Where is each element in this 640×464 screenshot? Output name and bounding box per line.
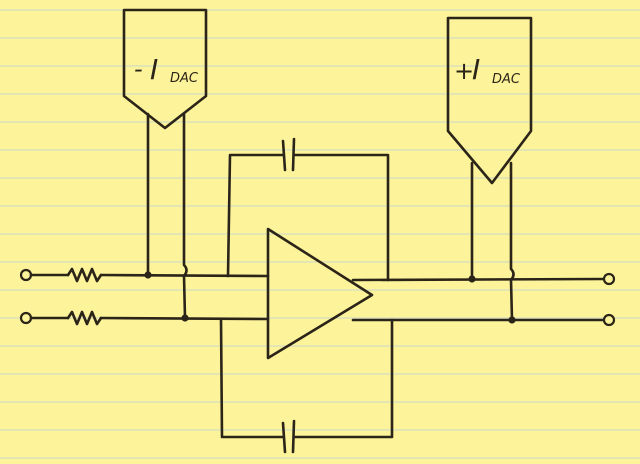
feedback-top-cap-plate-left	[281, 139, 287, 172]
feedback-bottom-cap-plate-left	[281, 421, 287, 454]
input-resistor-top	[66, 267, 103, 283]
feedback-bottom-wire-left	[219, 317, 285, 439]
junction-dot-plus-top	[468, 275, 476, 283]
feedback-top-wire-right	[292, 153, 390, 282]
plus-current-subscript: DAC	[492, 72, 521, 87]
plus-current-symbol: I	[472, 53, 480, 86]
input-terminal-bottom	[19, 311, 33, 325]
current-source-plus-lead-right	[509, 161, 515, 322]
input-terminal-top	[19, 268, 33, 282]
junction-dot-minus-bottom	[181, 314, 189, 322]
junction-dot-plus-bottom	[508, 316, 516, 324]
minus-current-symbol: I	[150, 53, 158, 86]
input-resistor-bottom	[66, 310, 103, 326]
minus-sign-label: -	[134, 55, 143, 83]
feedback-top-wire-left	[226, 153, 285, 278]
current-source-plus-box	[446, 16, 533, 185]
current-source-minus-box	[122, 8, 208, 130]
current-source-minus-label: - I DAC	[134, 53, 199, 86]
current-source-plus-label: + I DAC	[454, 53, 521, 87]
minus-current-subscript: DAC	[170, 71, 199, 86]
output-terminal-top	[602, 272, 616, 286]
feedback-bottom-wire-right	[292, 318, 394, 439]
current-source-minus-lead-right	[182, 112, 188, 320]
junction-dot-minus-top	[144, 271, 152, 279]
amplifier-triangle	[266, 227, 374, 360]
plus-sign-label: +	[454, 57, 474, 85]
ruled-lines	[0, 9, 640, 459]
output-wire-top	[351, 277, 606, 282]
output-terminal-bottom	[602, 313, 616, 327]
